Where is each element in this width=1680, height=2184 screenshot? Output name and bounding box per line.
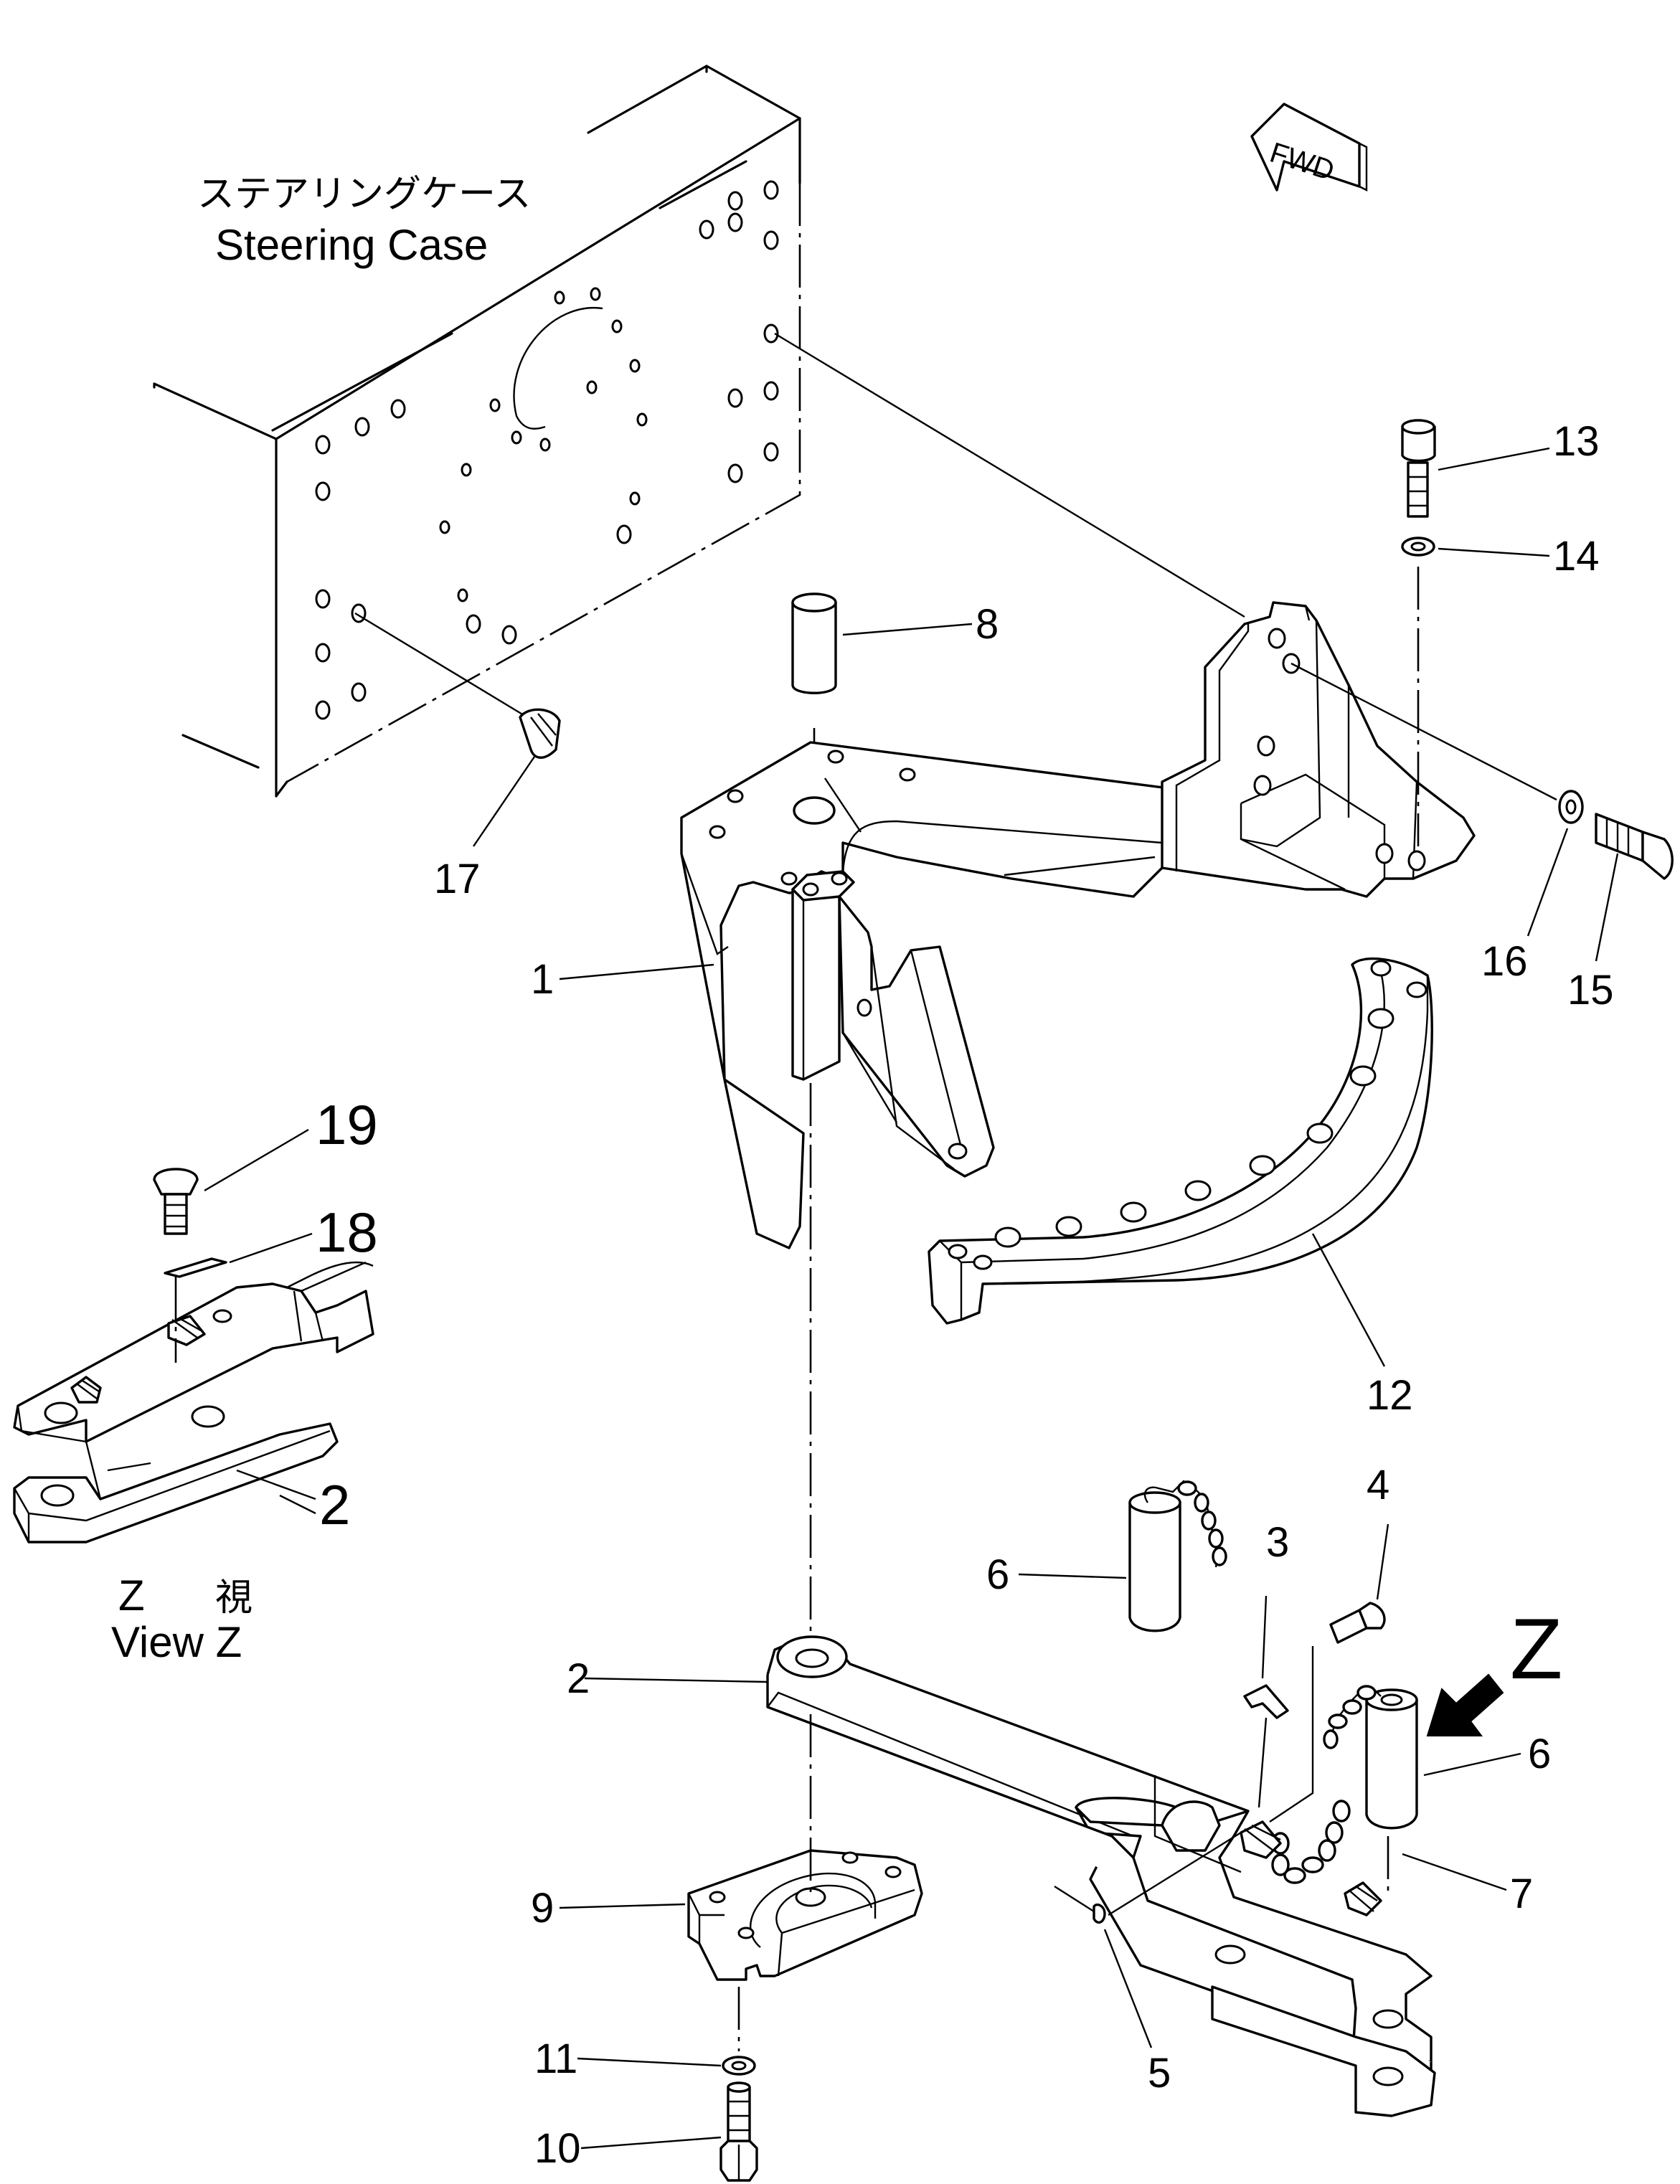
part-10-bolt [580, 2081, 758, 2182]
part-11-washer [577, 2056, 756, 2076]
callout-9: 9 [531, 1885, 554, 1932]
leader-6-axis [1153, 1775, 1242, 1873]
callout-11: 11 [534, 2036, 577, 2082]
leader-case-to-bracket [774, 332, 1245, 618]
view-z-label-en: View Z [111, 1618, 242, 1666]
case-holes [315, 180, 779, 720]
callout-7: 7 [1510, 1871, 1533, 1917]
steering-case-label-jp: ステアリングケース [197, 173, 531, 216]
part-15-bolt [1595, 813, 1674, 962]
part-2-drawbar [279, 1494, 1436, 2117]
callout-4: 4 [1367, 1462, 1389, 1508]
steering-case: ステアリングケース Steering Case [153, 65, 801, 798]
part-6-pin-right [1323, 1685, 1521, 1830]
callout-13: 13 [1553, 418, 1600, 465]
view-z-inset: Z 視 View Z [13, 1128, 374, 1666]
callout-1: 1 [531, 956, 554, 1003]
callout-2: 2 [567, 1655, 590, 1702]
callout-15: 15 [1567, 967, 1614, 1013]
z-arrow-label: Z [1510, 1601, 1562, 1697]
fwd-arrow: FWD [1250, 103, 1368, 192]
leader-1 [559, 963, 714, 980]
view-z-jp-view: 視 [215, 1576, 253, 1620]
callout-19: 19 [316, 1093, 378, 1156]
callout-3: 3 [1266, 1519, 1289, 1566]
part-8-bushing [791, 592, 973, 694]
z-direction-arrow [1426, 1673, 1504, 1736]
part-16-washer [1526, 790, 1584, 937]
callout-16: 16 [1481, 938, 1528, 985]
callout-12: 12 [1367, 1372, 1413, 1419]
steering-case-label-en: Steering Case [215, 221, 488, 269]
part-3-clip [1243, 1595, 1289, 1808]
callout-8: 8 [976, 601, 999, 648]
part-4-bolt [1269, 1523, 1389, 1823]
part-13-bolt [1401, 419, 1550, 518]
callout-6-right: 6 [1528, 1731, 1551, 1777]
part-14-washer [1401, 536, 1550, 557]
callout-14: 14 [1553, 533, 1600, 580]
part-17-plug [473, 708, 561, 847]
view-z-jp-z: Z [118, 1571, 145, 1620]
callout-5: 5 [1148, 2050, 1171, 2096]
part-12-arc [928, 957, 1433, 1367]
callout-18: 18 [316, 1201, 378, 1264]
part-5-cotter [1054, 1831, 1242, 2048]
callout-labels: 1 2 2 3 4 5 6 6 7 8 9 10 11 12 13 14 15 … [316, 418, 1614, 2172]
leader-case-to-plug [354, 612, 528, 719]
callout-6-left: 6 [986, 1551, 1009, 1598]
callout-10: 10 [534, 2125, 581, 2172]
part-7-chain [1240, 1800, 1507, 1916]
callout-17: 17 [434, 856, 481, 902]
callout-2-view-z: 2 [319, 1473, 350, 1536]
part-6-pin-left [1018, 1480, 1227, 1632]
part-1-bracket [680, 601, 1476, 1249]
leader-bracket-to-bolt [1290, 662, 1557, 801]
part-9-plate [559, 1849, 923, 1981]
